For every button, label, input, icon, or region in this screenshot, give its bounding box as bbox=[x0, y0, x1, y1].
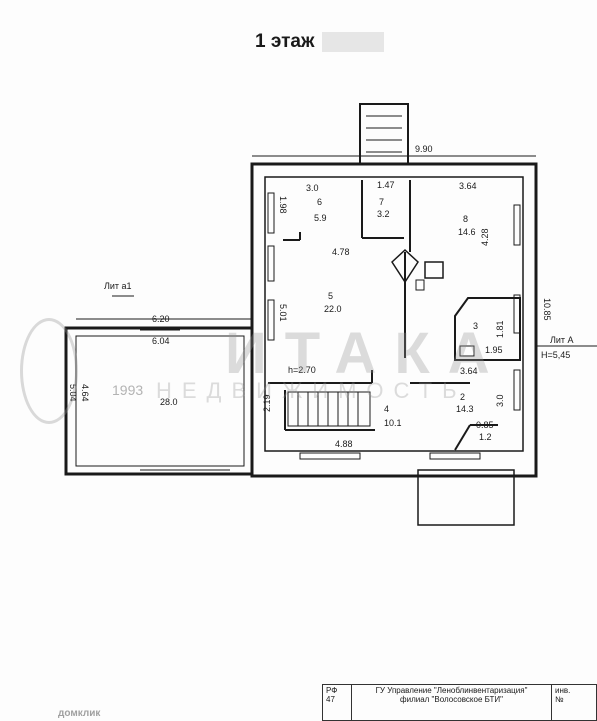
stamp-org-line2: филиал "Волосовское БТИ" bbox=[400, 695, 503, 704]
porch-top bbox=[359, 103, 409, 165]
room-area: 10.1 bbox=[384, 418, 402, 428]
footer-brand: домклик bbox=[58, 708, 101, 719]
dimension: 6.04 bbox=[152, 336, 170, 346]
room-area: 14.6 bbox=[458, 227, 476, 237]
room-number: 2 bbox=[460, 392, 465, 402]
room-number: 4 bbox=[384, 404, 389, 414]
floor-title: 1 этаж bbox=[255, 31, 315, 52]
room-area: 3.2 bbox=[377, 209, 390, 219]
dimension: 4.64 bbox=[80, 384, 90, 402]
stamp-num: № bbox=[555, 695, 564, 704]
dimension: 3.64 bbox=[459, 181, 477, 191]
stamp-country: РФ 47 bbox=[322, 684, 352, 721]
dimension: 0.85 bbox=[476, 420, 494, 430]
lit-a-label: Лит А bbox=[550, 335, 574, 345]
dimension: 4.78 bbox=[332, 247, 350, 257]
watermark-logo bbox=[20, 318, 78, 424]
dimension: 4.88 bbox=[335, 439, 353, 449]
dimension: 3.0 bbox=[306, 183, 319, 193]
stamp-inv: инв. bbox=[555, 686, 571, 695]
room-number: 6 bbox=[317, 197, 322, 207]
room-area: 14.3 bbox=[456, 404, 474, 414]
room-area: 28.0 bbox=[160, 397, 178, 407]
lit-a1-label: Лит а1 bbox=[104, 281, 132, 291]
title-highlight bbox=[322, 32, 384, 52]
room-area: 1.2 bbox=[479, 432, 492, 442]
watermark-year: 1993 bbox=[112, 382, 144, 398]
dimension: 9.90 bbox=[415, 144, 433, 154]
porch-bottom bbox=[417, 469, 515, 526]
title-block: РФ 47 ГУ Управление "Леноблинвентаризаци… bbox=[322, 684, 597, 721]
dimension: 1.98 bbox=[278, 196, 288, 214]
dimension: 1.95 bbox=[485, 345, 503, 355]
dimension: 3.0 bbox=[495, 394, 505, 407]
stamp-org-line1: ГУ Управление "Леноблинвентаризация" bbox=[375, 686, 528, 695]
dimension: 1.47 bbox=[377, 180, 395, 190]
dimension: 5.01 bbox=[278, 304, 288, 322]
dimension: 1.81 bbox=[495, 320, 505, 338]
room-number: 7 bbox=[379, 197, 384, 207]
stamp-organization: ГУ Управление "Леноблинвентаризация" фил… bbox=[351, 684, 552, 721]
room-number: 3 bbox=[473, 321, 478, 331]
room-area: 22.0 bbox=[324, 304, 342, 314]
dimension: 4.28 bbox=[480, 228, 490, 246]
stamp-inventory: инв. № bbox=[551, 684, 597, 721]
watermark-subtext: НЕДВИЖИМОСТЬ bbox=[156, 378, 467, 403]
room-number: 5 bbox=[328, 291, 333, 301]
watermark-text: ИТАКА bbox=[225, 321, 508, 386]
stamp-rf: РФ bbox=[326, 686, 338, 695]
stamp-rf-number: 47 bbox=[326, 695, 335, 704]
dimension: 3.64 bbox=[460, 366, 478, 376]
room-area: 5.9 bbox=[314, 213, 327, 223]
room-number: 8 bbox=[463, 214, 468, 224]
dimension: 10.85 bbox=[542, 298, 552, 321]
dimension: 6.20 bbox=[152, 314, 170, 324]
dimension: 2.19 bbox=[262, 394, 272, 412]
height-total: Н=5,45 bbox=[541, 350, 570, 360]
ceiling-height: h=2.70 bbox=[288, 365, 316, 375]
